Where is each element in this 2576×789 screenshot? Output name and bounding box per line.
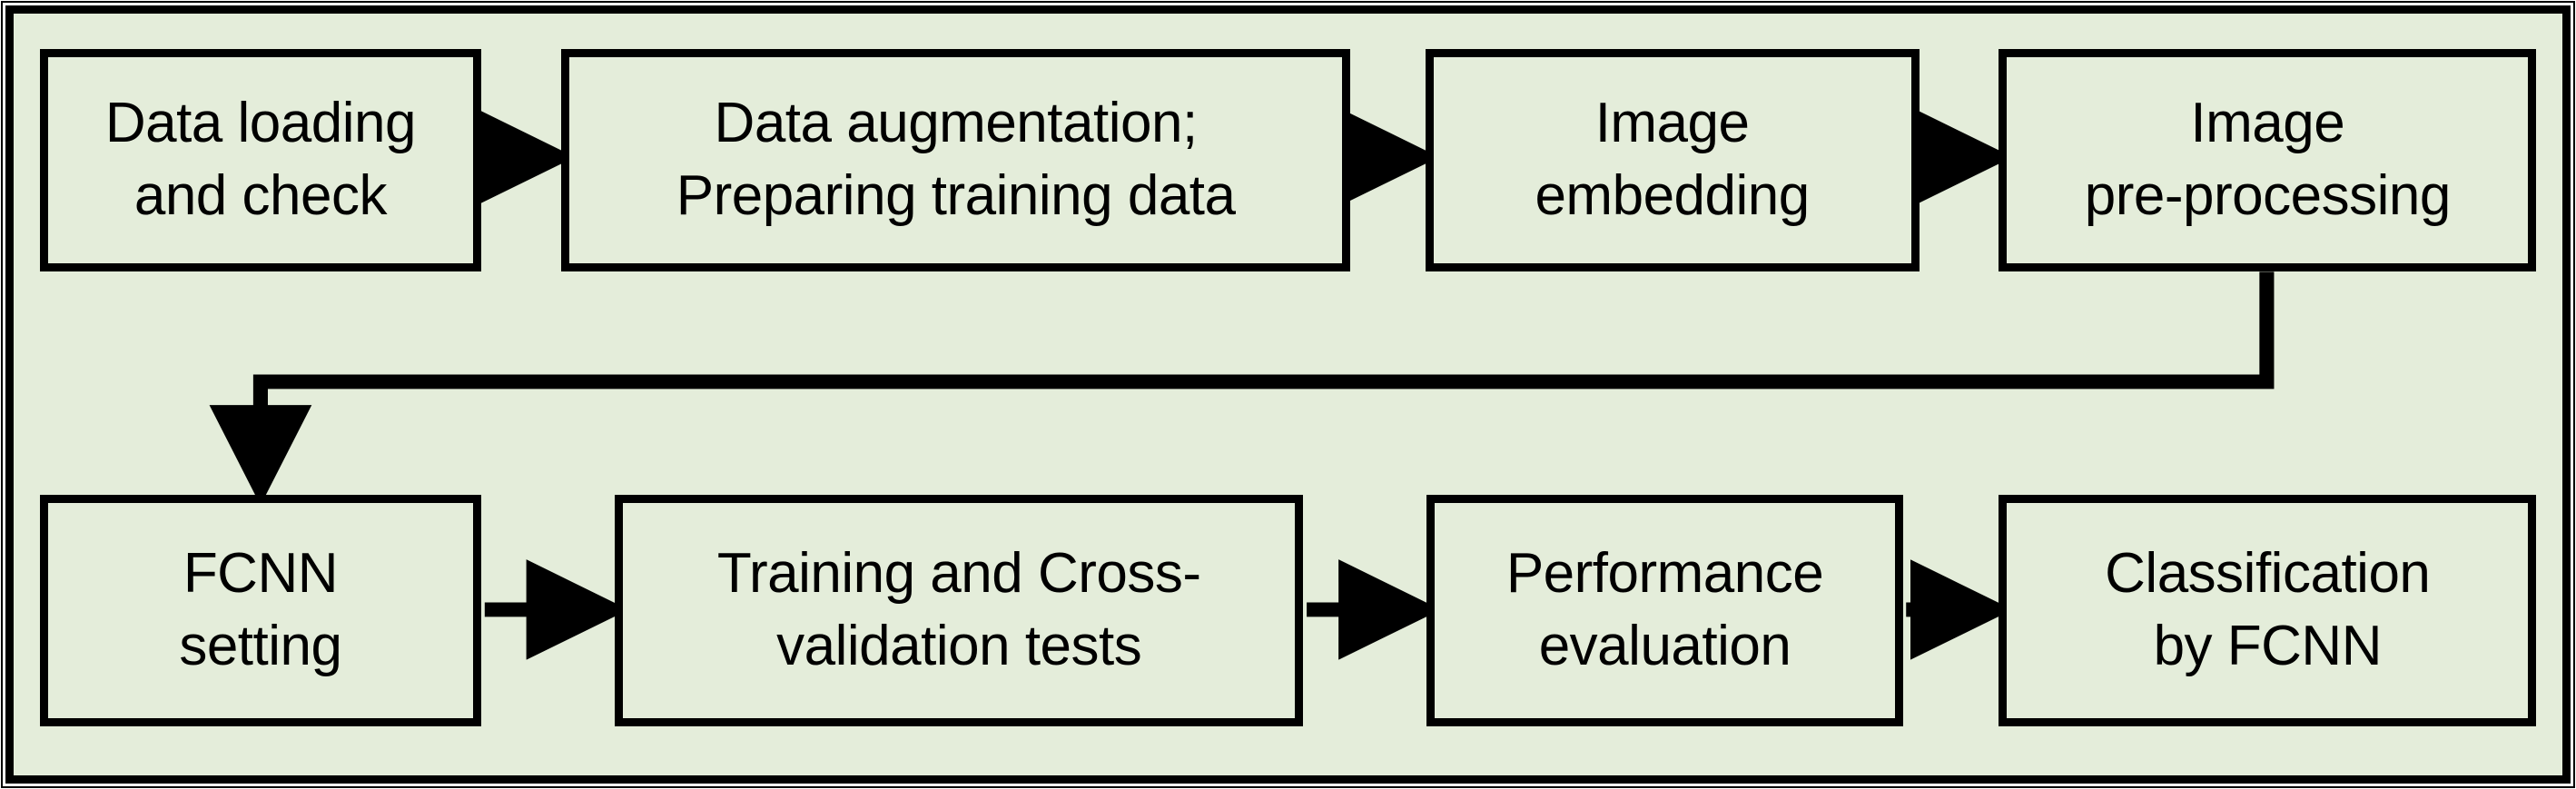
node-performance-evaluation[interactable]: Performance evaluation — [1426, 495, 1903, 726]
node-data-augmentation[interactable]: Data augmentation; Preparing training da… — [560, 48, 1351, 272]
node-image-embedding[interactable]: Image embedding — [1425, 48, 1920, 272]
node-image-preprocessing-line1: Image — [2190, 91, 2345, 154]
node-fcnn-setting-line1: FCNN — [183, 541, 339, 605]
node-training-cross-validation-line1: Training and Cross- — [716, 541, 1201, 605]
node-classification-by-fcnn-line2: by FCNN — [2153, 615, 2383, 678]
node-performance-evaluation-line2: evaluation — [1538, 615, 1791, 678]
arrow-image-preprocessing-to-fcnn-setting — [209, 271, 2275, 506]
flowchart-canvas: Data loading and check Data augmentation… — [14, 14, 2562, 775]
node-data-loading-line2: and check — [133, 164, 388, 228]
node-fcnn-setting-line2: setting — [179, 615, 342, 678]
node-image-preprocessing-line2: pre-processing — [2084, 164, 2452, 228]
node-data-loading-line1: Data loading — [104, 91, 417, 154]
node-image-embedding-line2: embedding — [1535, 164, 1810, 228]
node-data-augmentation-line2: Preparing training data — [676, 164, 1236, 228]
node-training-cross-validation[interactable]: Training and Cross- validation tests — [614, 495, 1304, 726]
node-fcnn-setting[interactable]: FCNN setting — [39, 495, 482, 726]
node-image-embedding-line1: Image — [1594, 91, 1750, 154]
node-data-loading[interactable]: Data loading and check — [39, 48, 482, 272]
node-classification-by-fcnn-line1: Classification — [2105, 541, 2431, 605]
node-data-augmentation-line1: Data augmentation; — [714, 91, 1199, 154]
node-performance-evaluation-line1: Performance — [1505, 541, 1824, 605]
node-training-cross-validation-line2: validation tests — [776, 615, 1142, 678]
node-classification-by-fcnn[interactable]: Classification by FCNN — [1999, 495, 2537, 726]
node-image-preprocessing[interactable]: Image pre-processing — [1999, 48, 2537, 272]
